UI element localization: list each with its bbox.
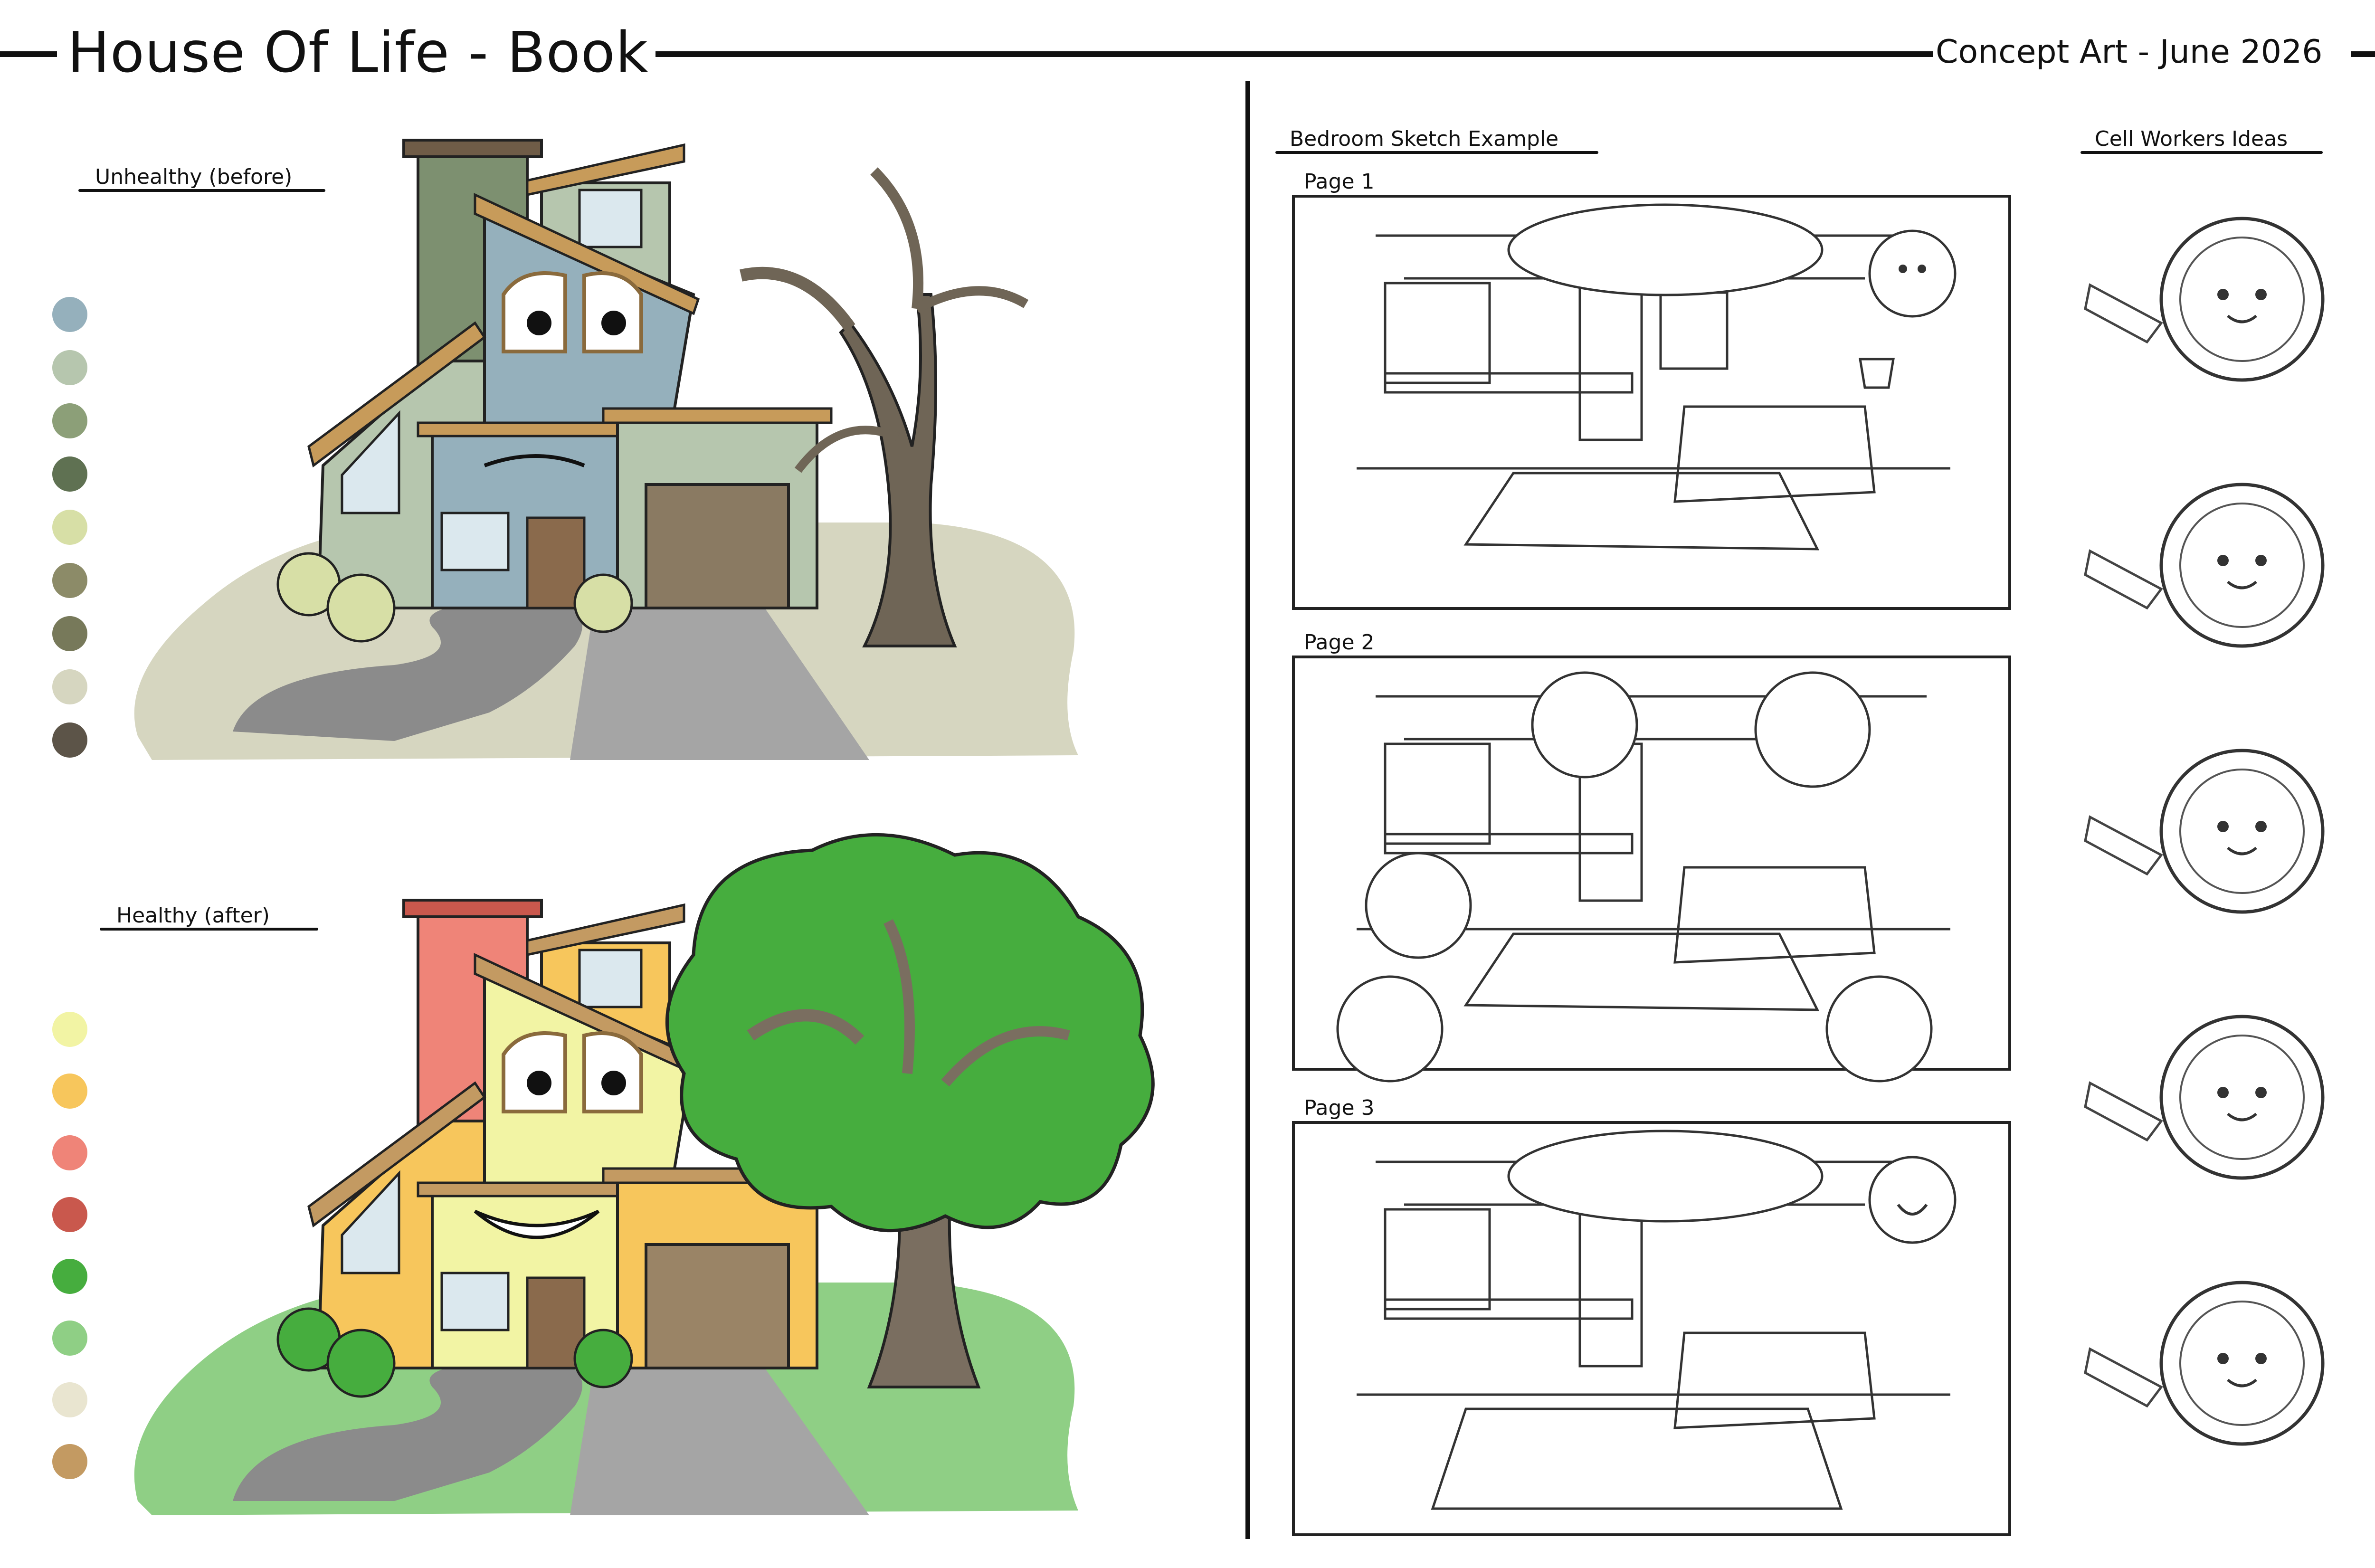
color-swatch — [52, 1259, 87, 1294]
color-swatch — [52, 350, 87, 385]
color-swatch — [52, 669, 87, 704]
header-rule-middle — [656, 51, 1933, 57]
unhealthy-underline — [78, 189, 325, 192]
page-3-label: Page 3 — [1304, 1096, 1375, 1120]
page-subtitle: Concept Art - June 2026 — [1936, 33, 2323, 71]
healthy-house-illustration — [134, 833, 1155, 1515]
archivist-worker-icon — [2084, 1015, 2325, 1180]
page-1-label: Page 1 — [1304, 170, 1375, 194]
cell-workers-underline — [2080, 151, 2323, 154]
color-swatch — [52, 1012, 87, 1047]
page-1-bedroom-sketch — [1357, 203, 1957, 551]
color-swatch — [52, 1444, 87, 1479]
gardener-worker-icon — [2084, 217, 2325, 382]
healthy-underline — [100, 928, 318, 931]
cleaner-worker-icon — [2084, 1281, 2325, 1446]
color-swatch — [52, 510, 87, 545]
color-swatch — [52, 1382, 87, 1417]
page-3-bedroom-sketch — [1357, 1130, 1957, 1510]
section-divider — [1245, 81, 1250, 1539]
color-swatch — [52, 1135, 87, 1170]
page-1-panel — [1292, 195, 2011, 610]
color-swatch — [52, 1197, 87, 1232]
color-swatch — [52, 297, 87, 332]
color-swatch — [52, 456, 87, 492]
builder-worker-icon — [2084, 483, 2325, 648]
cell-workers-label: Cell Workers Ideas — [2095, 127, 2288, 151]
page-3-panel — [1292, 1121, 2011, 1536]
energy-worker-icon — [2084, 749, 2325, 914]
healthy-label: Healthy (after) — [116, 903, 270, 928]
page-title: House Of Life - Book — [67, 19, 649, 85]
color-swatch — [52, 1074, 87, 1109]
bedroom-sketch-label: Bedroom Sketch Example — [1290, 127, 1559, 151]
color-swatch — [52, 403, 87, 438]
page-2-panel — [1292, 656, 2011, 1083]
color-swatch — [52, 1321, 87, 1356]
bedroom-underline — [1275, 151, 1598, 154]
unhealthy-house-illustration — [134, 139, 1078, 760]
unhealthy-label: Unhealthy (before) — [95, 165, 293, 189]
color-swatch — [52, 563, 87, 598]
color-swatch — [52, 616, 87, 651]
header-rule-left — [0, 51, 57, 57]
color-swatch — [52, 722, 87, 758]
page-2-label: Page 2 — [1304, 630, 1375, 655]
page-2-bedroom-sketch — [1336, 671, 1950, 1083]
header-rule-right — [2351, 51, 2375, 57]
